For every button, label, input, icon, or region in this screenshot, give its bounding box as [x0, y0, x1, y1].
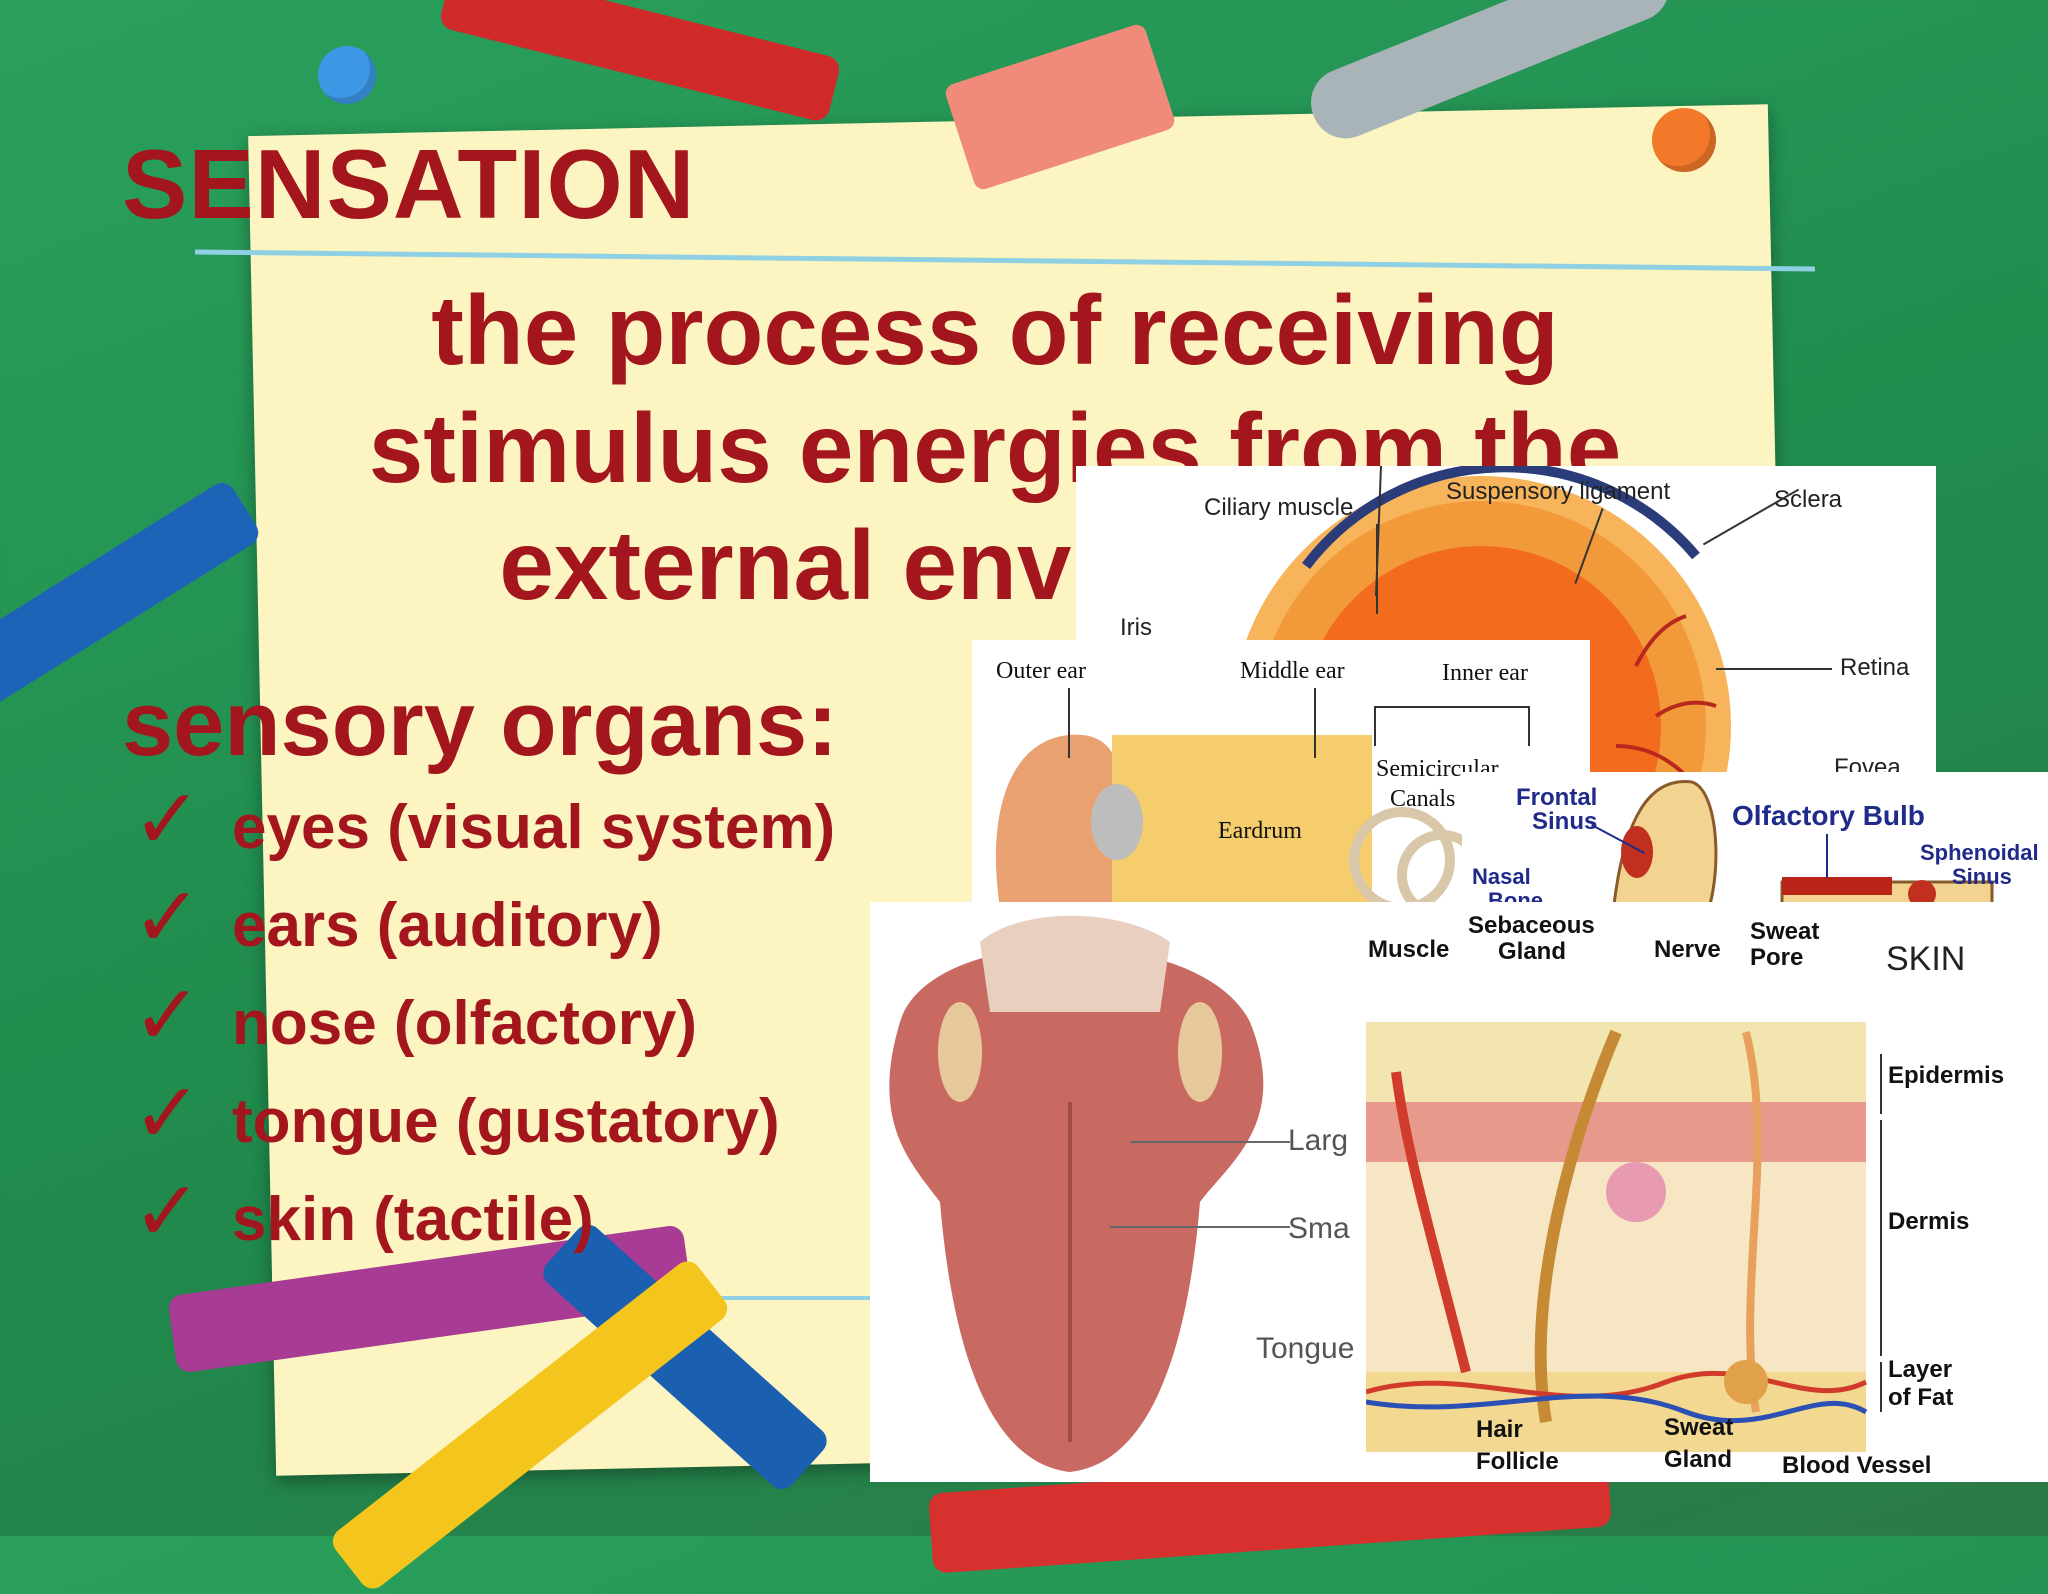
label-nerve: Nerve [1654, 936, 1721, 963]
label-blood-vessel: Blood Vessel [1782, 1452, 1932, 1479]
tongue-illustration [889, 915, 1290, 1472]
label-inner-ear: Inner ear [1442, 660, 1528, 686]
label-sphenoidal: Sphenoidal [1920, 840, 2039, 865]
check-icon: ✓ [132, 770, 203, 868]
label-dermis: Dermis [1888, 1208, 1970, 1235]
check-icon: ✓ [132, 1162, 203, 1260]
nose-diagram: Frontal Sinus Olfactory Bulb Sphenoidal … [1462, 772, 2048, 924]
label-large-papillae: Larg [1288, 1124, 1349, 1157]
label-epidermis: Epidermis [1888, 1062, 2005, 1089]
label-muscle: Muscle [1368, 936, 1450, 963]
label-gland: Gland [1498, 938, 1567, 965]
label-retina: Retina [1840, 654, 1910, 681]
label-sweat-pore: Sweat [1750, 918, 1820, 945]
red-crayon-decoration [437, 0, 843, 124]
pushpin-icon [318, 46, 376, 104]
check-icon: ✓ [132, 868, 203, 966]
label-nasal: Nasal [1472, 864, 1531, 889]
label-layer-of-fat: of Fat [1888, 1384, 1954, 1411]
label-hair-follicle: Follicle [1476, 1448, 1559, 1475]
label-frontal: Frontal [1516, 784, 1598, 811]
label-eardrum: Eardrum [1218, 818, 1302, 844]
label-frontal-sinus: Sinus [1532, 808, 1598, 835]
label-outer-ear: Outer ear [996, 658, 1086, 684]
slide-title: SENSATION [122, 129, 696, 239]
label-tongue: Tongue [1256, 1332, 1355, 1365]
check-icon: ✓ [132, 1064, 203, 1162]
ear-illustration [995, 734, 1487, 920]
label-hair-follicle: Hair [1476, 1416, 1523, 1443]
label-sweat-gland: Sweat [1664, 1414, 1734, 1441]
label-canals: Canals [1390, 786, 1456, 812]
definition-line: the process of receiving [431, 275, 1559, 385]
label-ciliary-muscle: Ciliary muscle [1204, 494, 1354, 521]
label-suspensory-ligament: Suspensory ligament [1446, 478, 1671, 505]
label-olfactory-bulb: Olfactory Bulb [1732, 800, 1925, 831]
tongue-skin-diagram: Larg Sma Tongue Muscle Sebaceous Gland N… [870, 902, 2048, 1482]
subheading: sensory organs: [122, 673, 838, 775]
label-middle-ear: Middle ear [1240, 658, 1345, 684]
label-sweat-gland: Gland [1664, 1446, 1733, 1473]
label-sweat-pore: Pore [1750, 944, 1804, 971]
skin-illustration [1366, 1022, 1868, 1452]
label-sphenoidal-sinus: Sinus [1952, 864, 2012, 889]
label-iris: Iris [1120, 614, 1152, 641]
label-small-papillae: Sma [1288, 1212, 1350, 1245]
check-icon: ✓ [132, 966, 203, 1064]
label-sebaceous: Sebaceous [1468, 912, 1595, 939]
label-sclera: Sclera [1774, 486, 1843, 513]
pushpin-icon [1652, 108, 1716, 172]
label-skin-title: SKIN [1886, 940, 1966, 978]
label-layer-of-fat: Layer [1888, 1356, 1953, 1383]
